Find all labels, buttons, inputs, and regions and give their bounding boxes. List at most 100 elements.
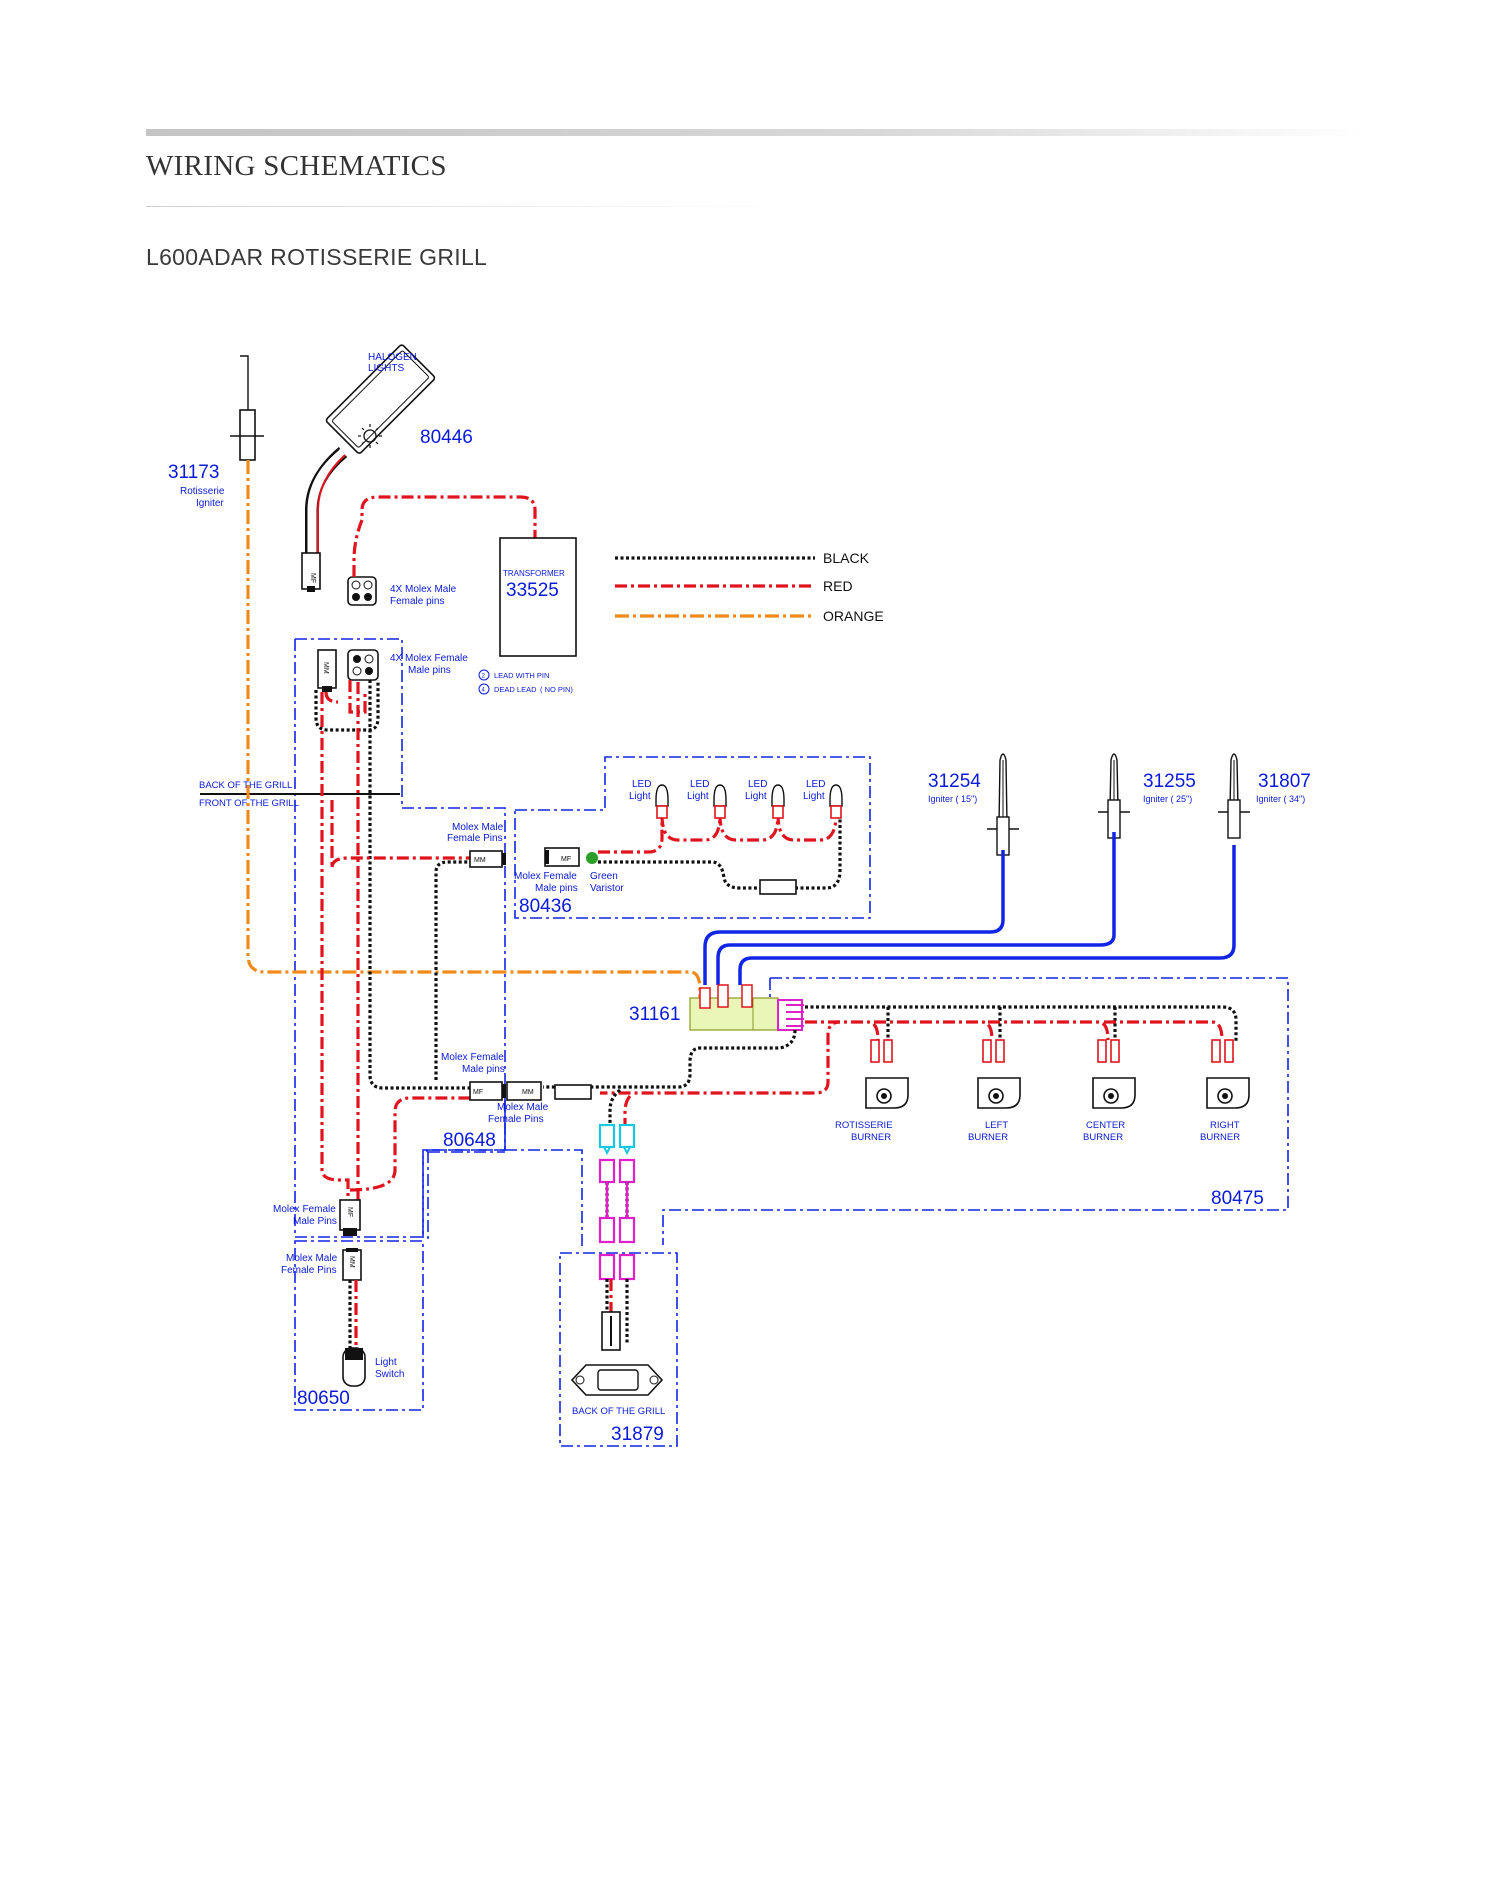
tag-mf-80436: MF [561, 856, 571, 863]
tag-mm-80648: MM [522, 1089, 534, 1096]
label-right-burner-1: RIGHT [1210, 1120, 1240, 1131]
black-trunk [368, 680, 470, 1090]
red-burner-bus [805, 1020, 1224, 1041]
label-80436-mm-1: Molex Male [452, 822, 504, 833]
black-to-31879 [608, 1088, 622, 1125]
magenta-connectors-upper [598, 1158, 636, 1184]
label-light-switch-2: Switch [375, 1369, 404, 1380]
label-center-burner-2: BURNER [1083, 1132, 1123, 1143]
label-left-burner-1: LEFT [985, 1120, 1008, 1131]
title-underline [146, 206, 786, 207]
black-to-power [605, 1279, 629, 1345]
label-80436: 80436 [519, 896, 572, 917]
boundary-80650 [294, 1240, 424, 1411]
label-80475: 80475 [1211, 1188, 1264, 1209]
label-80446: 80446 [420, 427, 473, 448]
label-front-of-grill: FRONT OF THE GRILL [199, 798, 299, 809]
light-switch [342, 1347, 366, 1387]
ignition-module-31161 [689, 984, 804, 1031]
led-label-1: LED [632, 779, 651, 790]
igniter-probe-1 [987, 753, 1019, 856]
red-to-31879 [623, 1094, 632, 1125]
label-31254: 31254 [928, 771, 981, 792]
burner-electrode-4 [1206, 1039, 1250, 1109]
label-33525: 33525 [506, 580, 559, 601]
black-loop-top [314, 680, 380, 732]
label-80648-mf-2: Male pins [462, 1064, 505, 1075]
red-trunk-left [320, 692, 350, 1200]
blue-wire-31254 [703, 850, 1005, 985]
burner-electrode-3 [1092, 1039, 1136, 1109]
halogen-light-80446 [305, 344, 436, 570]
molex-4x-male [347, 576, 377, 606]
igniter-probe-2 [1098, 753, 1130, 839]
tag-mf-80648: MF [473, 1089, 483, 1096]
boundary-31879 [559, 1252, 678, 1447]
magenta-connectors-lower [598, 1216, 636, 1281]
cyan-connectors [598, 1123, 636, 1156]
led-label-4: LED [806, 779, 825, 790]
page-title: WIRING SCHEMATICS [146, 150, 447, 182]
burner-electrode-2 [977, 1039, 1021, 1109]
lead-4-marker [478, 683, 490, 695]
label-molex-male-1: 4X Molex Male [390, 584, 457, 595]
red-to-80436 [330, 800, 470, 869]
tag-mf-80650: MF [346, 1207, 353, 1217]
label-green: Green [590, 871, 618, 882]
led-lights [655, 784, 843, 819]
blue-wire-31255 [716, 832, 1116, 985]
label-transformer: TRANSFORMER [503, 569, 565, 578]
led-label-2: LED [690, 779, 709, 790]
label-80650: 80650 [297, 1388, 350, 1409]
tag-mm-80436: MM [474, 857, 486, 864]
led-light-label-4: Light [803, 791, 825, 802]
label-31173: 31173 [168, 462, 219, 483]
red-return-to-80648 [600, 1020, 841, 1095]
label-molex-female-2: Male pins [408, 665, 451, 676]
burner-electrodes [865, 1039, 1250, 1109]
led-resistor [759, 879, 797, 895]
led-light-label-1: Light [629, 791, 651, 802]
blue-wire-31807 [738, 845, 1236, 985]
igniter-probe-3 [1218, 753, 1250, 839]
label-left-burner-2: BURNER [968, 1132, 1008, 1143]
molex-4x-female [347, 649, 379, 681]
sun-icon [358, 424, 382, 448]
led-red-chain [598, 814, 838, 854]
molex-mm-top [317, 649, 337, 692]
lead-2-marker [478, 669, 490, 681]
lead-number-4: 4 [482, 688, 486, 694]
label-80650-mm-1: Molex Male [286, 1253, 338, 1264]
label-80648-mf-1: Molex Female [441, 1052, 504, 1063]
led-label-3: LED [748, 779, 767, 790]
orange-wire [246, 460, 702, 1005]
label-rotisserie-burner-2: BURNER [851, 1132, 891, 1143]
label-80648: 80648 [443, 1130, 496, 1151]
led-light-1 [655, 784, 669, 819]
label-31161: 31161 [629, 1004, 680, 1025]
molex-mm-80436 [469, 850, 506, 868]
lead-number-2: 2 [482, 674, 486, 680]
label-no-pin: ( NO PIN) [540, 685, 573, 694]
tag-mf-halogen: MF [309, 573, 316, 583]
led-light-label-2: Light [687, 791, 709, 802]
label-31173-line1: Rotisserie [180, 486, 225, 497]
molex-mf-halogen [301, 552, 321, 592]
led-light-3 [771, 784, 785, 819]
red-bottom-loop [349, 1096, 470, 1192]
black-to-80436 [434, 860, 470, 1080]
label-31807: 31807 [1258, 771, 1311, 792]
led-light-4 [829, 784, 843, 819]
led-light-label-3: Light [745, 791, 767, 802]
label-31879: 31879 [611, 1424, 664, 1445]
boundary-80436 [514, 756, 871, 919]
transformer-33525 [499, 537, 577, 657]
label-halogen-2: LIGHTS [368, 363, 404, 374]
label-31879-back: BACK OF THE GRILL [572, 1406, 665, 1417]
black-burner-bus [805, 1005, 1238, 1042]
label-80648-mm-1: Molex Male [497, 1102, 549, 1113]
label-80436-mm-2: Female Pins [447, 833, 503, 844]
header-rule [146, 129, 1366, 136]
label-rotisserie-burner-1: ROTISSERIE [835, 1120, 893, 1131]
label-31255-note: Igniter ( 25") [1143, 794, 1192, 804]
